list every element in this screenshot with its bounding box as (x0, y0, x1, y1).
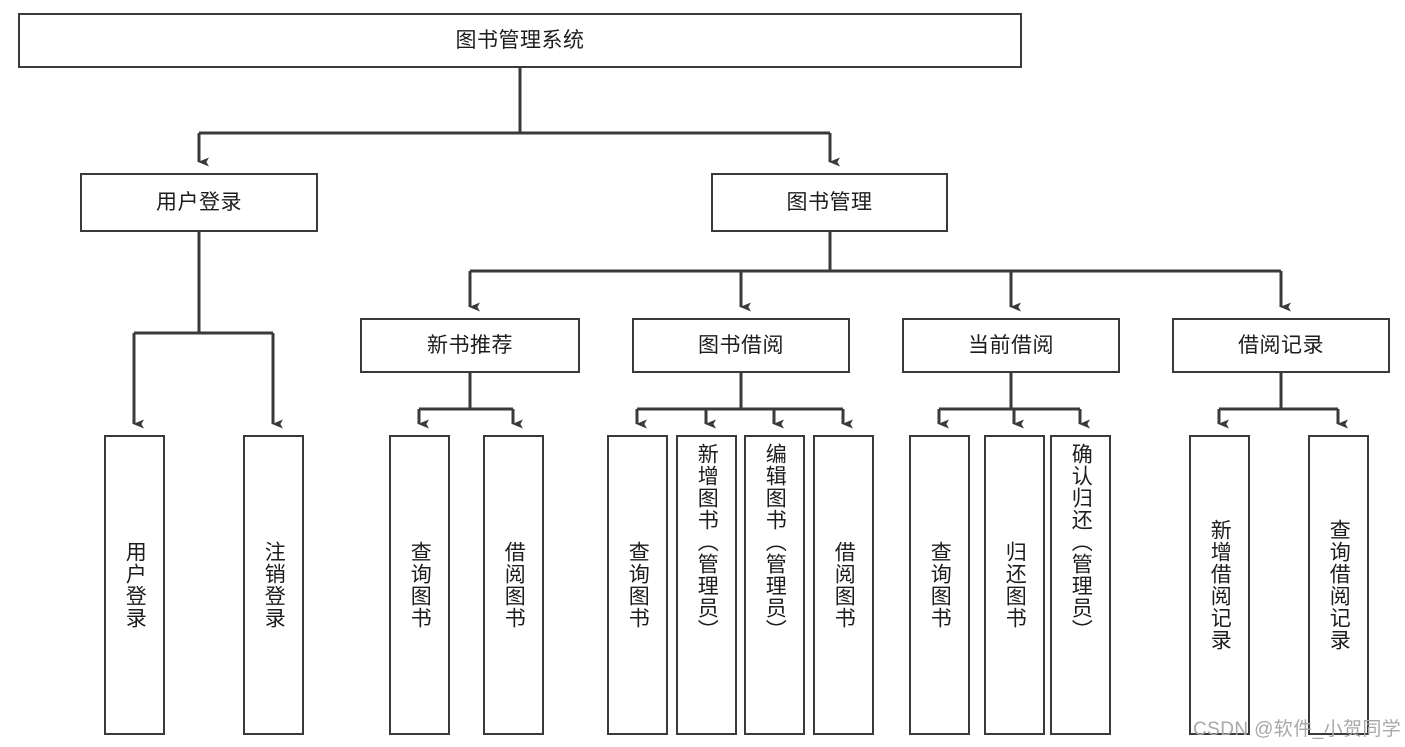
node-user-login[interactable]: 用户登录 (80, 173, 318, 232)
node-label: 确认归还（管理员） (1069, 443, 1093, 641)
node-label: 图书借阅 (698, 333, 784, 357)
leaf-borrow-book-recommend[interactable]: 借阅图书 (483, 435, 544, 735)
node-new-book-recommend[interactable]: 新书推荐 (360, 318, 580, 373)
leaf-query-book-recommend[interactable]: 查询图书 (389, 435, 450, 735)
node-label: 注销登录 (262, 541, 286, 629)
node-label: 借阅图书 (502, 541, 526, 629)
node-label: 当前借阅 (968, 333, 1054, 357)
node-book-borrow[interactable]: 图书借阅 (632, 318, 850, 373)
node-label: 归还图书 (1003, 541, 1027, 629)
node-book-manage[interactable]: 图书管理 (711, 173, 948, 232)
leaf-borrow-book-borrow[interactable]: 借阅图书 (813, 435, 874, 735)
leaf-query-book-current[interactable]: 查询图书 (909, 435, 970, 735)
leaf-query-book-borrow[interactable]: 查询图书 (607, 435, 668, 735)
user-login-to-leaves-connectors (132, 232, 283, 429)
current-borrow-to-leaves-connectors (937, 373, 1090, 429)
book-borrow-to-leaves-connectors (635, 373, 853, 429)
new-book-recommend-to-leaves-connectors (417, 373, 523, 429)
node-label: 新增图书（管理员） (695, 443, 719, 641)
leaf-query-borrow-record[interactable]: 查询借阅记录 (1308, 435, 1369, 735)
node-label: 用户登录 (123, 541, 147, 629)
node-root-system[interactable]: 图书管理系统 (18, 13, 1022, 68)
leaf-add-borrow-record[interactable]: 新增借阅记录 (1189, 435, 1250, 735)
node-label: 编辑图书（管理员） (763, 443, 787, 641)
node-label: 新增借阅记录 (1208, 519, 1232, 651)
node-label: 借阅图书 (832, 541, 856, 629)
borrow-record-to-leaves-connectors (1217, 373, 1348, 429)
node-label: 查询图书 (928, 541, 952, 629)
leaf-user-login[interactable]: 用户登录 (104, 435, 165, 735)
csdn-watermark: CSDN @软件_小贺同学 (1193, 719, 1402, 740)
node-borrow-record[interactable]: 借阅记录 (1172, 318, 1390, 373)
node-label: 用户登录 (156, 190, 242, 214)
node-label: 查询图书 (408, 541, 432, 629)
leaf-add-book-admin[interactable]: 新增图书（管理员） (676, 435, 737, 735)
root-to-level2-connectors (197, 68, 840, 167)
node-label: 图书管理系统 (455, 28, 585, 52)
leaf-logout-login[interactable]: 注销登录 (243, 435, 304, 735)
node-label: 图书管理 (786, 190, 873, 214)
leaf-return-book[interactable]: 归还图书 (984, 435, 1045, 735)
node-label: 新书推荐 (427, 333, 513, 357)
node-label: 查询借阅记录 (1327, 519, 1351, 651)
leaf-confirm-return-admin[interactable]: 确认归还（管理员） (1050, 435, 1111, 735)
book-manage-to-level3-connectors (468, 232, 1291, 312)
node-label: 借阅记录 (1238, 333, 1324, 357)
node-current-borrow[interactable]: 当前借阅 (902, 318, 1120, 373)
node-label: 查询图书 (626, 541, 650, 629)
leaf-edit-book-admin[interactable]: 编辑图书（管理员） (744, 435, 805, 735)
